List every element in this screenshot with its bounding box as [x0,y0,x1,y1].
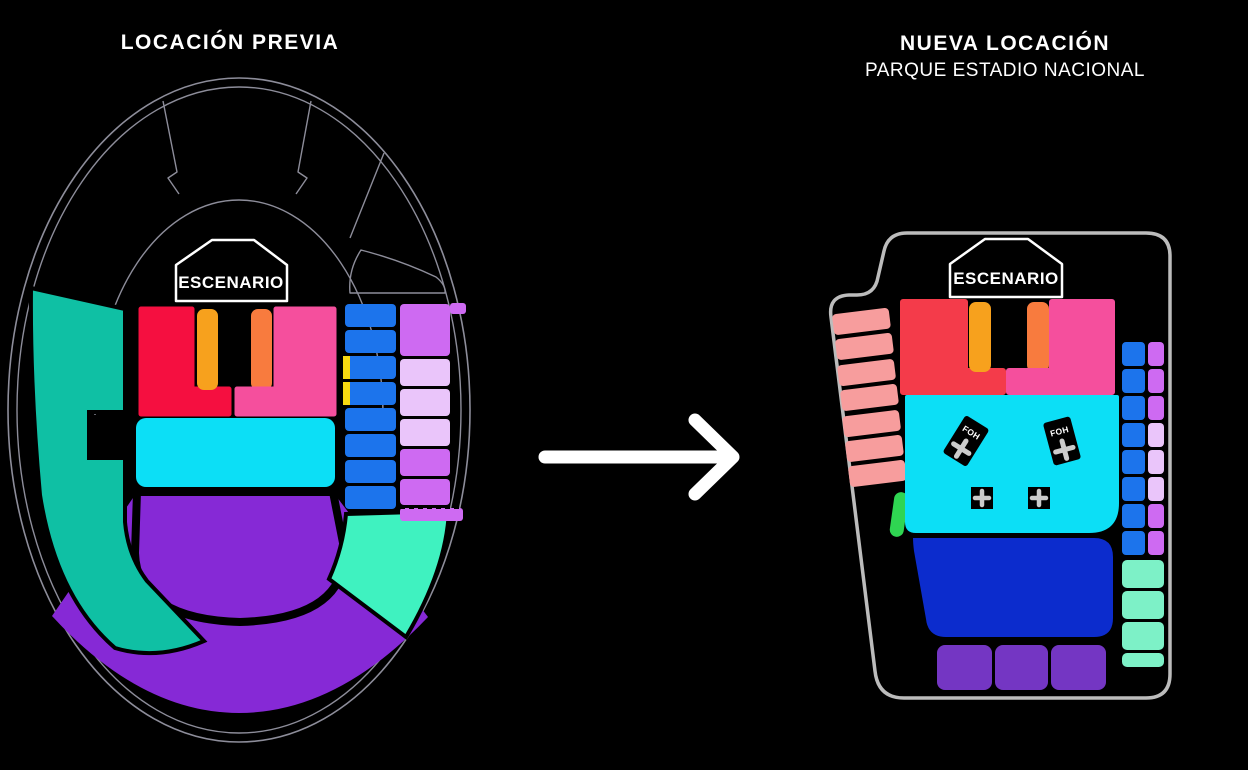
seat-row [1122,423,1145,447]
section-tier-blue [913,538,1113,637]
section-pit-orange-right [1027,302,1049,372]
stage-label: ESCENARIO [953,269,1059,288]
seat-row [400,508,463,521]
section-box-purple [1051,645,1106,690]
seat-row [837,359,896,386]
ring-divider-left [162,100,180,195]
seat-row [1122,560,1164,588]
new-location-title: NUEVA LOCACIÓN [900,32,1110,55]
seat-row [400,449,450,476]
rows-violet-column [400,303,466,521]
cross-icon [1053,438,1076,461]
seat-row [1148,504,1164,528]
new-location-subtitle: PARQUE ESTADIO NACIONAL [864,60,1145,81]
seat-row [845,435,904,462]
seat-row [848,460,907,487]
section-mid-cyan [136,418,335,487]
rows-right-columns [1122,342,1164,667]
stage-label: ESCENARIO [178,273,284,292]
section-box-purple [937,645,992,690]
previous-venue-map: ESCENARIO [7,77,471,743]
seat-row [345,382,396,405]
seat-row [1122,450,1145,474]
seat-row [1148,450,1164,474]
ring-divider-upper-right [349,152,385,239]
new-venue-map: FOH FOH [828,231,1172,700]
arena-inner-outline [16,86,462,734]
previous-location-title: LOCACIÓN PREVIA [120,31,340,54]
seat-row [400,419,450,446]
arena-bowl-arc [94,199,384,416]
seat-row [840,384,899,411]
seat-row [345,460,396,483]
section-pit-orange-right [251,309,272,390]
seat-row [345,330,396,353]
seat-row [1148,477,1164,501]
section-pit-orange-left [197,309,218,390]
section-pit-orange-left [969,302,991,372]
ring-sector-right [349,249,446,294]
section-front-red [900,299,1006,395]
seat-row [400,304,450,356]
seat-row-tab [450,303,466,314]
seat-row [1148,531,1164,555]
seat-row [345,408,396,431]
foh-tower-icon: FOH [943,416,989,466]
section-side-mint [326,508,452,640]
seat-row [832,308,891,335]
seat-row [1148,396,1164,420]
stage-shape [948,237,1064,299]
section-front-pink [234,306,337,417]
transition-arrow-icon [538,413,740,501]
rows-salmon-column [832,308,907,487]
section-front-red [138,306,232,417]
delay-tower-icon [971,487,993,509]
seat-row [1122,369,1145,393]
seat-row [1122,342,1145,366]
seat-row [1148,423,1164,447]
section-side-teal [28,285,208,656]
section-box-purple [995,645,1048,690]
seat-row [400,359,450,386]
section-front-pink [1006,299,1115,395]
seat-row [1148,369,1164,393]
seat-row [345,356,396,379]
seat-row [1122,531,1145,555]
cross-icon [972,488,992,508]
seat-row [835,333,894,360]
seat-row [400,479,450,505]
foh-label: FOH [1049,424,1070,439]
seat-row [1148,342,1164,366]
foh-tower-icon: FOH [1043,416,1081,466]
seat-row [1122,477,1145,501]
seat-strip-yellow [343,382,350,405]
cross-icon [1029,488,1049,508]
seat-row [1122,622,1164,650]
section-field-cyan [905,395,1119,533]
section-green-pill [889,492,909,537]
seat-row [345,486,396,509]
venue-outline [828,231,1172,700]
stage-shape [174,238,289,303]
seat-row [1122,653,1164,667]
seat-row [1122,504,1145,528]
seat-strip-yellow [343,356,350,379]
seat-row [1122,396,1145,420]
seat-row [842,410,901,437]
seat-row [1122,591,1164,619]
ring-divider-right [295,100,312,195]
delay-tower-icon [1028,487,1050,509]
arena-outer-outline [7,77,471,743]
cross-icon [951,438,972,459]
seat-row [345,434,396,457]
seat-row [345,304,396,327]
rows-blue-column [343,304,396,509]
seat-row [400,389,450,416]
right-arrow-icon [538,413,740,501]
